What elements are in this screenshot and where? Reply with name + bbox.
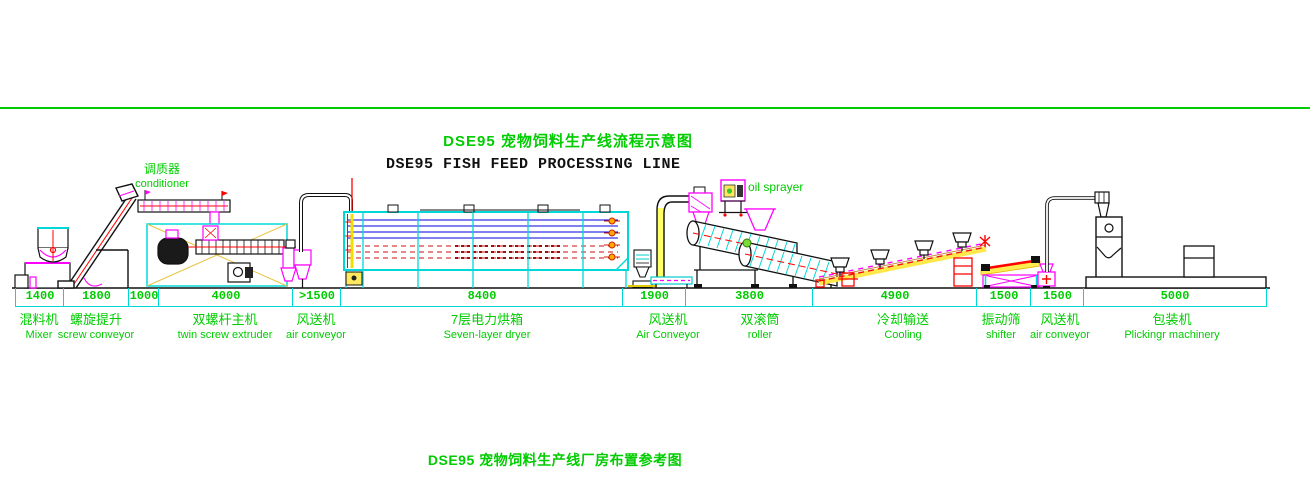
dim-value: 5000 [1160, 289, 1190, 303]
dim-segment-cooling: 4900 [812, 288, 977, 307]
dim-segment-air-conveyor-2: 1900 [622, 288, 686, 307]
dim-value: 4000 [211, 289, 241, 303]
dim-segment-screw-conveyor: 1800 [63, 288, 129, 307]
dim-segment-shifter: 1500 [976, 288, 1031, 307]
conditioner-callout-en: conditioner [135, 178, 189, 190]
production-line-drawing [12, 178, 1270, 289]
conditioner-callout: 调质器 conditioner [116, 162, 208, 192]
seven-layer-dryer-machine [343, 204, 629, 288]
dim-segment-extruder: 4000 [158, 288, 293, 307]
mixer-machine [14, 227, 71, 289]
twin-screw-extruder-machine [146, 223, 297, 287]
dim-value: 1800 [82, 289, 111, 303]
double-roller-machine [686, 208, 838, 288]
shifter-machine [980, 256, 1041, 288]
conditioner-callout-zh: 调质器 [143, 162, 180, 176]
bottom-title-chinese: DSE95 宠物饲料生产线厂房布置参考图 [427, 452, 683, 468]
dim-value: 1500 [1043, 289, 1072, 303]
oil-sprayer-machine [719, 179, 747, 217]
air-conveyor-2-machine [650, 186, 713, 288]
page-title-english: DSE95 FISH FEED PROCESSING LINE [386, 156, 681, 173]
dimension-chain: 1400 1800 1000 4000 >1500 8400 1900 3800… [0, 288, 1310, 307]
dim-value: 8400 [467, 289, 497, 303]
dim-value: 3800 [735, 289, 764, 303]
cooling-conveyor-machine [815, 232, 991, 288]
packing-machine [1085, 216, 1267, 289]
screw-conveyor-machine [57, 183, 139, 289]
air-conveyor-3-machine [1037, 191, 1110, 289]
dim-value: 4900 [880, 289, 910, 303]
dim-value: >1500 [298, 289, 335, 303]
dim-segment-air-conveyor-1: >1500 [292, 288, 341, 307]
air-conveyor-1-machine [293, 178, 353, 288]
dim-segment-mixer: 1400 [15, 288, 64, 307]
dim-segment-gap: 1000 [128, 288, 159, 307]
dim-segment-air-conveyor-3: 1500 [1030, 288, 1084, 307]
dim-value: 1000 [129, 289, 159, 303]
dim-value: 1400 [25, 289, 55, 303]
dim-value: 1500 [989, 289, 1019, 303]
dim-value: 1900 [640, 289, 669, 303]
top-separator-line [0, 107, 1310, 109]
dim-segment-packing: 5000 [1083, 288, 1267, 307]
page-title-chinese: DSE95 宠物饲料生产线流程示意图 [443, 133, 693, 150]
oil-sprayer-callout: oil sprayer [748, 180, 804, 194]
dim-segment-roller: 3800 [685, 288, 813, 307]
conditioner-machine [137, 190, 231, 225]
dim-segment-dryer: 8400 [340, 288, 623, 307]
dryer-outlet-device [628, 249, 657, 288]
